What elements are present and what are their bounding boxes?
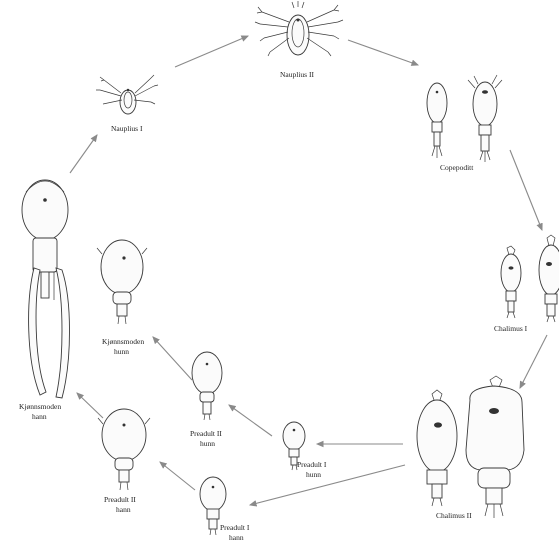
arrow-preadult2-female-to-adult-female: [153, 337, 192, 380]
arrow-preadult2-male-to-adult-male: [77, 393, 103, 418]
label-adult-female-line1: Kjønnsmoden: [102, 337, 144, 346]
label-preadult2-female-line1: Preadult II: [190, 429, 222, 438]
arrow-chalimus1-to-chalimus2: [520, 335, 547, 388]
chalimus2-drawing: [417, 376, 524, 518]
preadult2-male-drawing: [98, 409, 150, 490]
label-preadult2-female-line2: hunn: [200, 439, 215, 448]
arrow-nauplius2-to-copepodid: [348, 40, 418, 65]
label-nauplius1: Nauplius I: [111, 124, 143, 133]
label-copepodid: Copepoditt: [440, 163, 474, 172]
label-preadult1-female-line2: hunn: [306, 470, 321, 479]
label-preadult2-male-line1: Preadult II: [104, 495, 136, 504]
preadult2-female-drawing: [192, 352, 222, 420]
label-preadult1-female-line1: Preadult I: [297, 460, 327, 469]
label-chalimus1: Chalimus I: [494, 324, 528, 333]
label-adult-male-line1: Kjønnsmoden: [19, 402, 61, 411]
arrow-nauplius1-to-nauplius2: [175, 36, 248, 67]
chalimus1-drawing: [501, 235, 559, 322]
adult-female-drawing: [97, 240, 147, 324]
label-adult-male-line2: hann: [32, 412, 47, 421]
arrow-adult-to-nauplius1: [70, 135, 97, 173]
label-chalimus2: Chalimus II: [436, 511, 472, 520]
nauplius1-drawing: [96, 75, 158, 114]
arrow-chalimus2-to-preadult1-male: [250, 465, 405, 505]
copepodid-drawing: [427, 75, 502, 162]
label-preadult1-male-line1: Preadult I: [220, 523, 250, 532]
label-adult-female-line2: hunn: [114, 347, 129, 356]
label-preadult2-male-line2: hann: [116, 505, 131, 514]
nauplius2-drawing: [255, 1, 343, 56]
arrow-preadult1-female-to-preadult2-female: [229, 405, 272, 436]
label-nauplius2: Nauplius II: [280, 70, 314, 79]
adult-large-drawing: [22, 180, 70, 398]
arrow-preadult1-male-to-preadult2-male: [160, 462, 195, 490]
label-preadult1-male-line2: hann: [229, 533, 244, 542]
arrow-copepodid-to-chalimus1: [510, 150, 542, 230]
